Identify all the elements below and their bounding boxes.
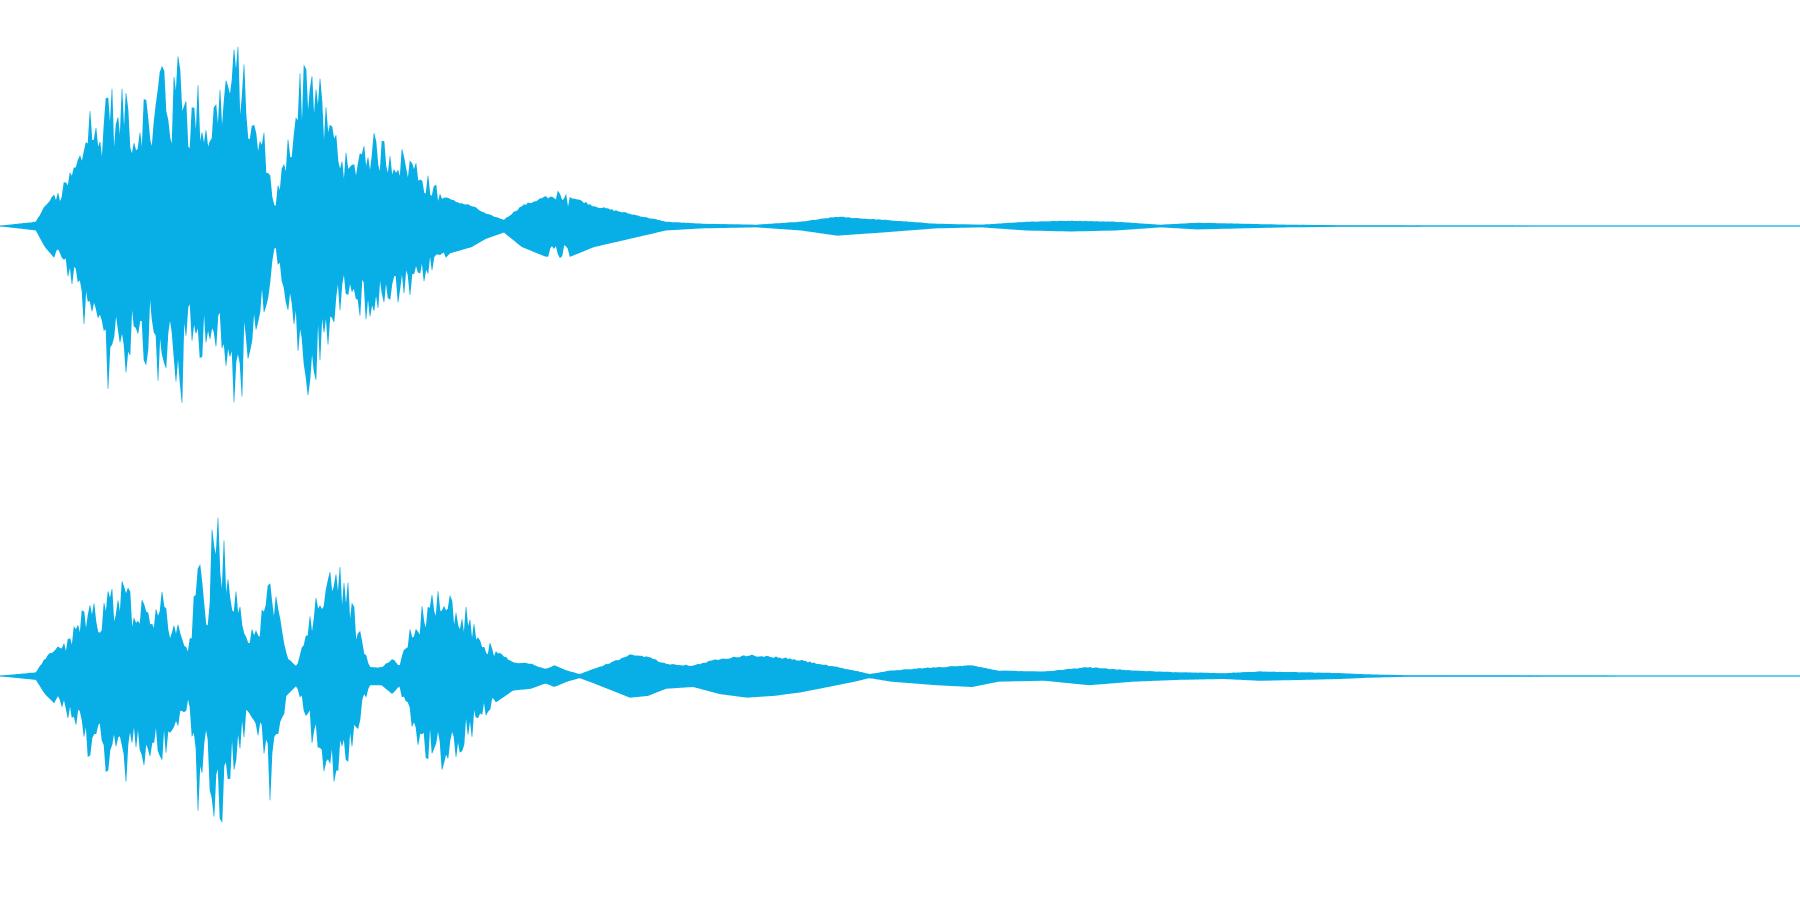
waveform-channel-2 — [0, 517, 1800, 823]
waveform-envelope — [0, 46, 1800, 403]
waveform-envelope — [0, 517, 1800, 823]
waveform-channel-1 — [0, 46, 1800, 403]
